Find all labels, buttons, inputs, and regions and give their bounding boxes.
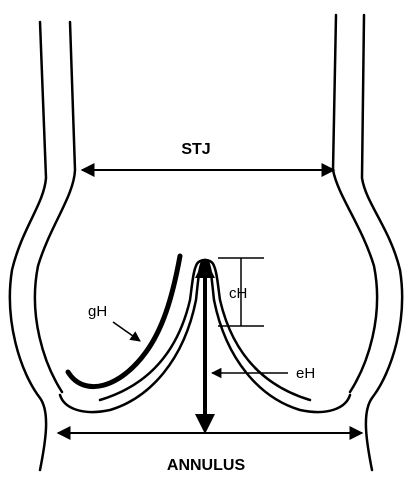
gh-pointer-arrow bbox=[113, 322, 140, 341]
geometric-height-curve bbox=[68, 256, 180, 387]
aortic-wall-left-outer bbox=[10, 22, 46, 470]
gh-label: gH bbox=[88, 303, 107, 320]
stj-label: STJ bbox=[181, 141, 210, 158]
aortic-wall-right-outer bbox=[362, 15, 402, 470]
eh-label: eH bbox=[296, 365, 315, 382]
leaflet-outline-left bbox=[60, 262, 202, 412]
ch-label: cH bbox=[229, 285, 247, 302]
annulus-label: ANNULUS bbox=[167, 457, 246, 474]
